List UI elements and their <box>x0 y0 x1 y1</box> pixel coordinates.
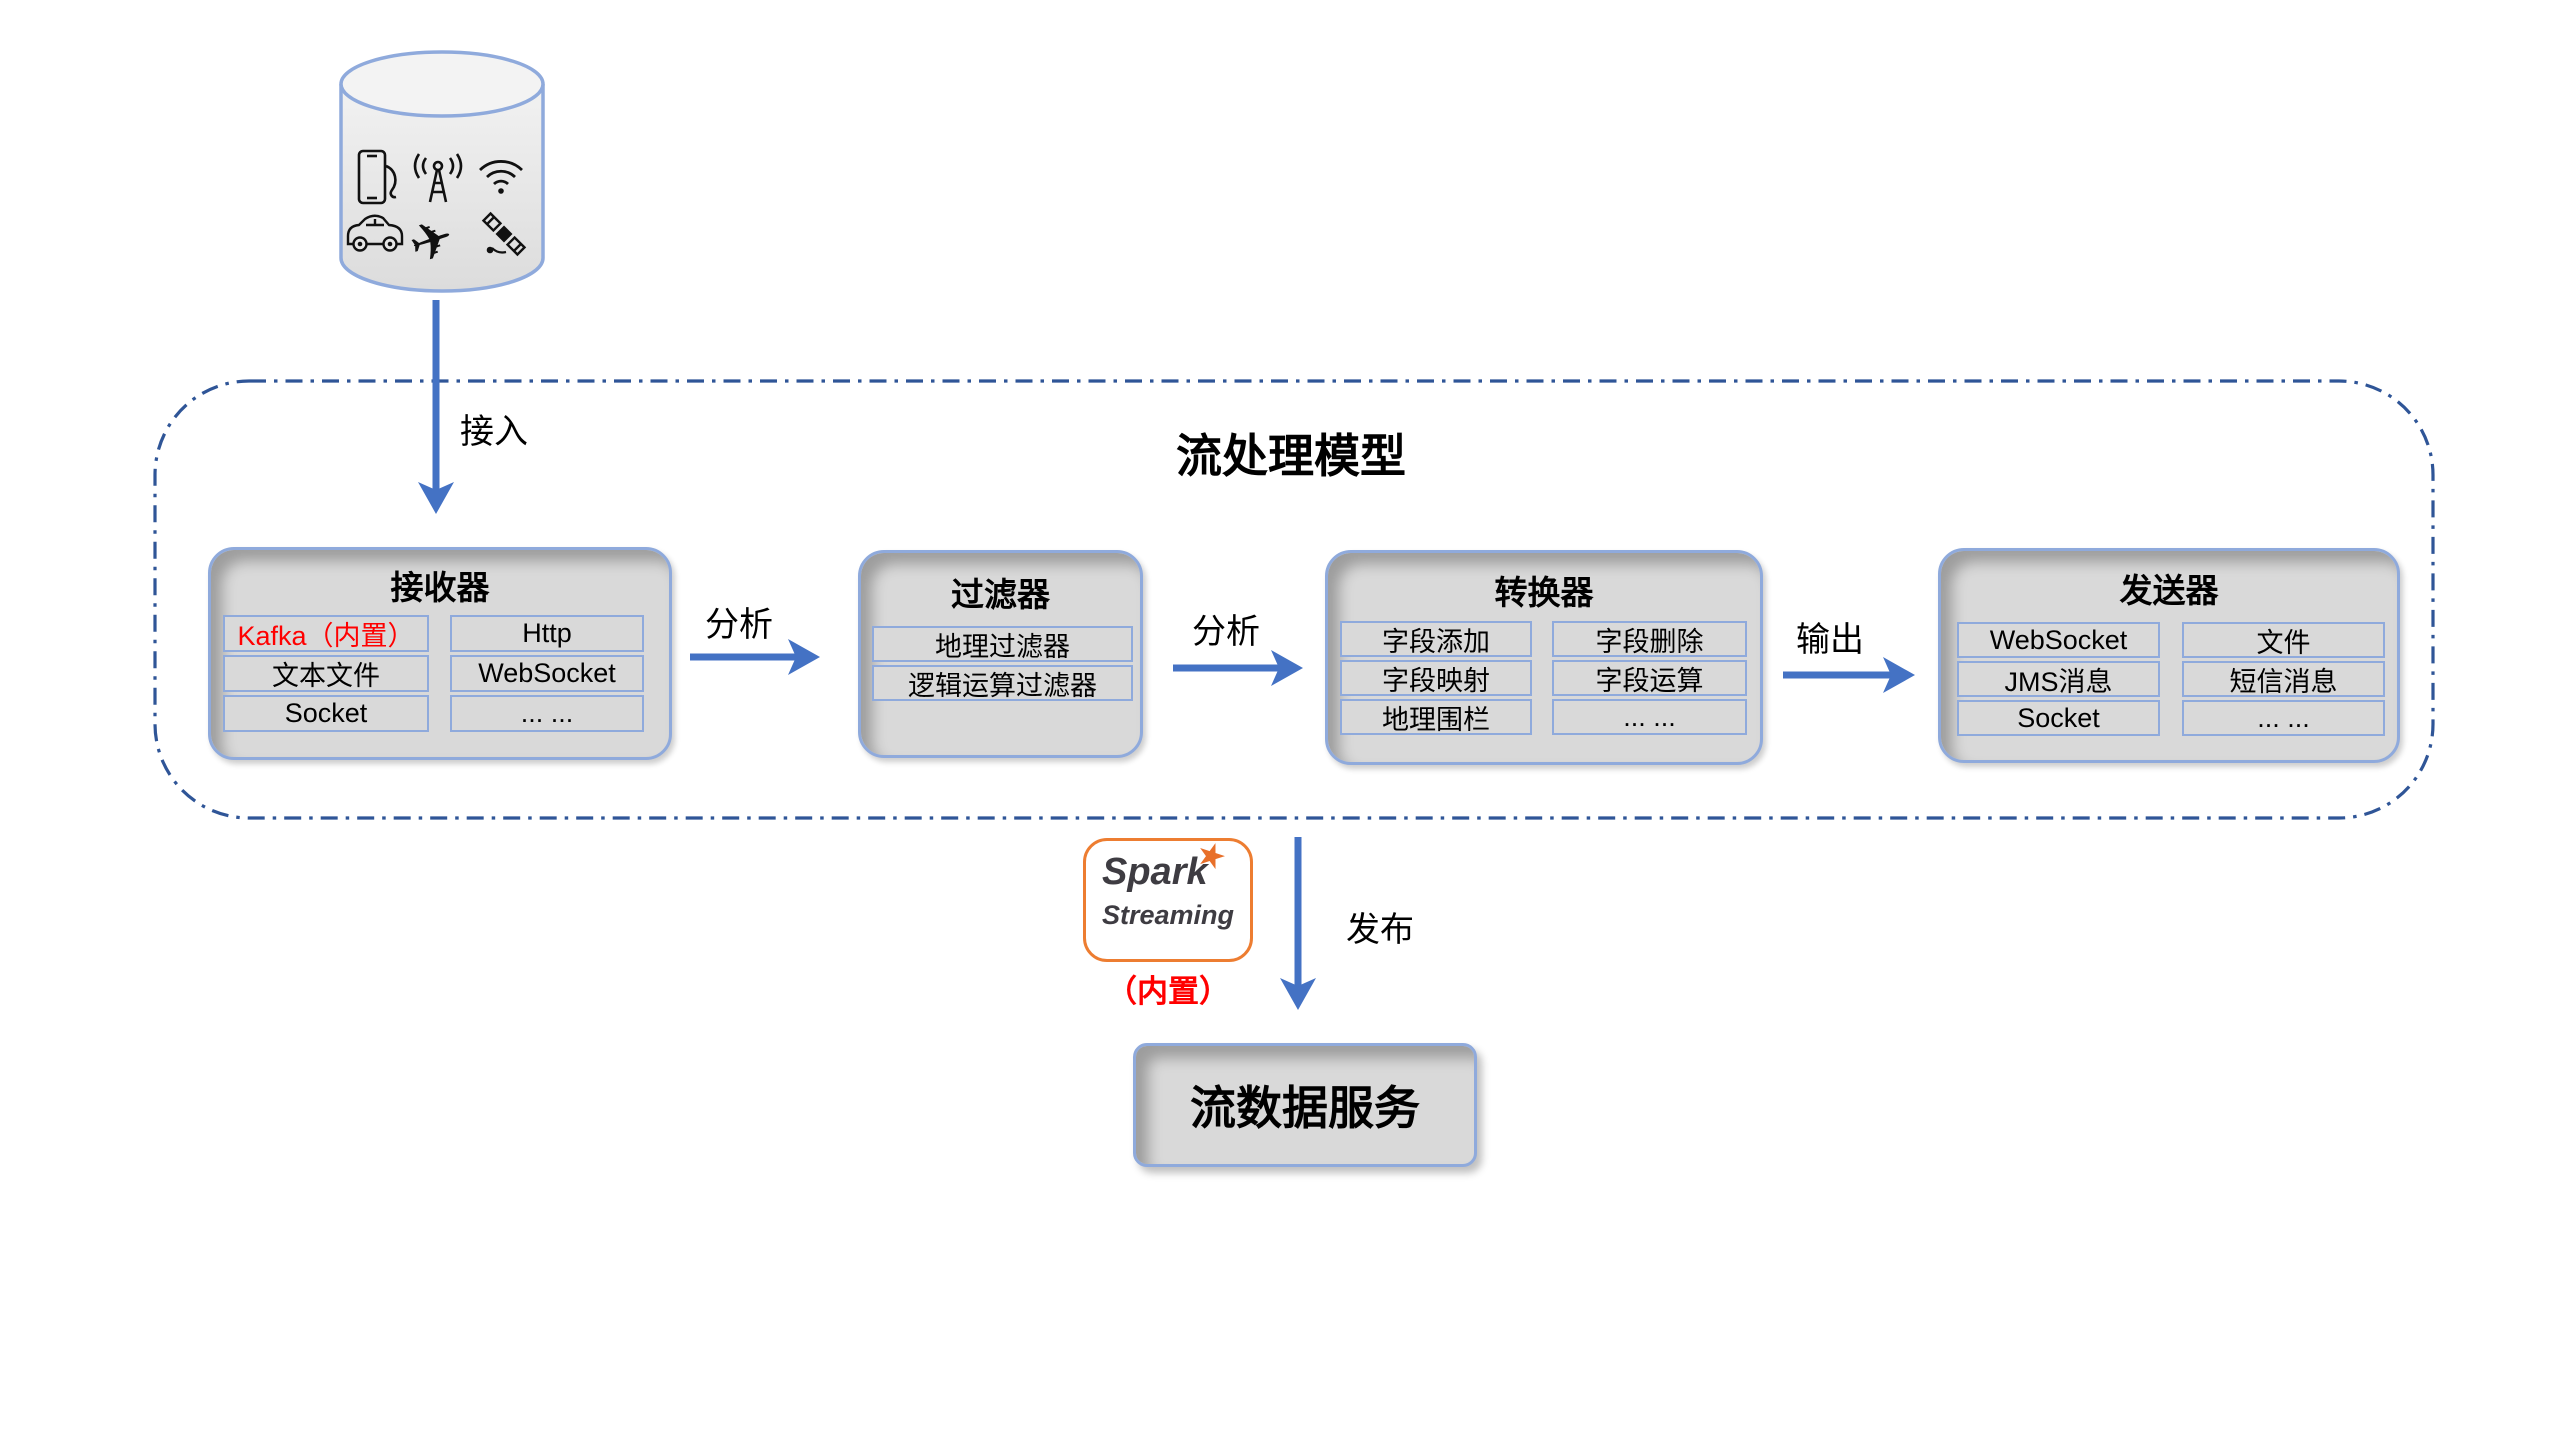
converter-item-more: ... ... <box>1552 699 1747 735</box>
receiver-item-more: ... ... <box>450 695 644 732</box>
access-arrow <box>418 300 454 514</box>
converter-item-field-calc: 字段运算 <box>1552 660 1747 696</box>
access-label: 接入 <box>460 413 528 451</box>
receiver-item-textfile: 文本文件 <box>223 655 429 692</box>
model-title: 流处理模型 <box>1176 430 1406 482</box>
converter-item-field-map: 字段映射 <box>1340 660 1532 696</box>
analyze-label-2: 分析 <box>1192 613 1260 651</box>
filter-title: 过滤器 <box>951 576 1050 613</box>
streaming-word: Streaming <box>1102 899 1235 930</box>
analyze-label-1: 分析 <box>705 606 773 644</box>
receiver-title: 接收器 <box>390 569 490 606</box>
radio-tower-icon <box>413 153 463 203</box>
sender-title: 发送器 <box>2119 572 2219 609</box>
spark-streaming-logo: Spark ★ Streaming <box>1083 833 1253 962</box>
filter-item-geo: 地理过滤器 <box>872 626 1133 662</box>
sender-item-more: ... ... <box>2182 700 2385 736</box>
receiver-item-http: Http <box>450 615 644 652</box>
analyze-arrow-1 <box>690 639 820 675</box>
receiver-box: 接收器 Kafka（内置） 文本文件 Socket Http WebSocket… <box>208 547 672 760</box>
converter-item-field-delete: 字段删除 <box>1552 621 1747 657</box>
converter-item-field-add: 字段添加 <box>1340 621 1532 657</box>
output-arrow <box>1783 657 1915 693</box>
wifi-icon <box>479 160 523 194</box>
spark-builtin-label: （内置） <box>1106 974 1230 1009</box>
satellite-icon <box>481 211 527 257</box>
stream-model-container <box>153 379 2435 820</box>
converter-title: 转换器 <box>1494 574 1594 611</box>
publish-arrow <box>1280 837 1316 1010</box>
filter-item-logic: 逻辑运算过滤器 <box>872 665 1133 701</box>
sender-item-sms: 短信消息 <box>2182 661 2385 697</box>
sender-item-jms: JMS消息 <box>1957 661 2160 697</box>
receiver-item-websocket: WebSocket <box>450 655 644 692</box>
sender-item-file: 文件 <box>2182 622 2385 658</box>
car-icon <box>346 214 404 252</box>
stream-data-service-title: 流数据服务 <box>1190 1082 1420 1134</box>
sender-item-websocket: WebSocket <box>1957 622 2160 658</box>
smartphone-icon <box>357 149 397 205</box>
spark-word: Spark <box>1102 851 1208 893</box>
publish-label: 发布 <box>1346 911 1414 949</box>
sender-box: 发送器 WebSocket JMS消息 Socket 文件 短信消息 ... .… <box>1938 548 2400 763</box>
stream-data-service-box: 流数据服务 <box>1133 1043 1477 1167</box>
output-label: 输出 <box>1796 621 1864 659</box>
sender-item-socket: Socket <box>1957 700 2160 736</box>
converter-box: 转换器 字段添加 字段映射 地理围栏 字段删除 字段运算 ... ... <box>1325 550 1763 765</box>
filter-box: 过滤器 地理过滤器 逻辑运算过滤器 <box>858 550 1143 758</box>
receiver-item-kafka: Kafka（内置） <box>223 615 429 652</box>
receiver-item-socket: Socket <box>223 695 429 732</box>
analyze-arrow-2 <box>1173 650 1303 686</box>
converter-item-geofence: 地理围栏 <box>1340 699 1532 735</box>
